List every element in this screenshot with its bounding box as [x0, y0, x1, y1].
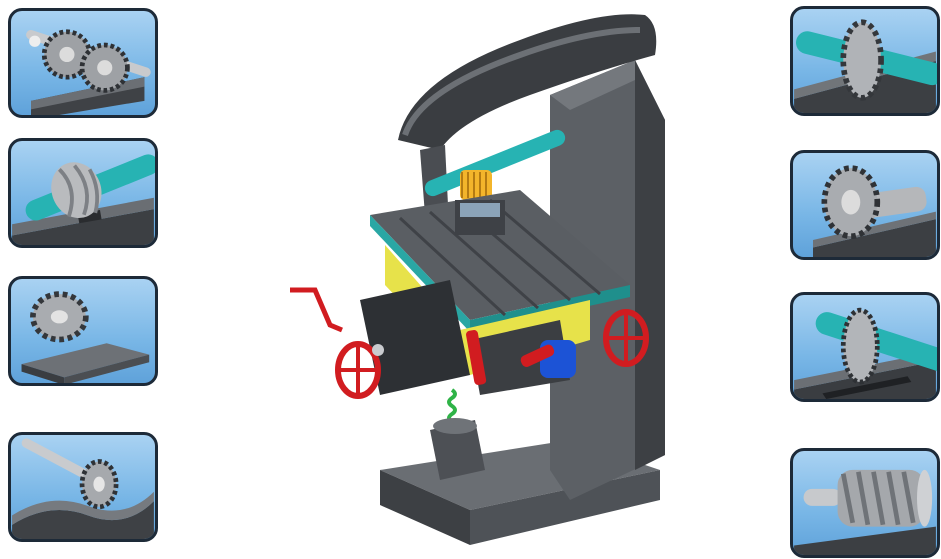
- milling-machine-illustration: [290, 14, 665, 545]
- right-thumb-2[interactable]: [790, 150, 940, 260]
- left-thumb-2[interactable]: [8, 138, 158, 248]
- right-thumb-1[interactable]: [790, 6, 940, 116]
- arbor-assembly: [424, 129, 566, 200]
- elevating-screw: [430, 388, 485, 480]
- left-thumb-4[interactable]: [8, 432, 158, 542]
- angle-cutter-block-icon: [21, 291, 150, 383]
- twin-cutters-arbor-icon: [26, 29, 151, 115]
- disc-cutter-arbor-icon: [794, 19, 937, 113]
- left-thumb-3[interactable]: [8, 276, 158, 386]
- handwheels: [290, 287, 649, 399]
- end-disc-cutter-curved-icon: [12, 438, 154, 539]
- saw-cutter-slot-icon: [794, 307, 937, 399]
- helical-cutter-arbor-icon: [12, 154, 155, 245]
- right-thumb-4[interactable]: [790, 448, 940, 558]
- angle-face-cutter-icon: [813, 165, 936, 257]
- saddle-knee: [360, 245, 590, 395]
- right-thumb-3[interactable]: [790, 292, 940, 402]
- left-thumb-1[interactable]: [8, 8, 158, 118]
- helical-gear-cutter-icon: [794, 469, 936, 555]
